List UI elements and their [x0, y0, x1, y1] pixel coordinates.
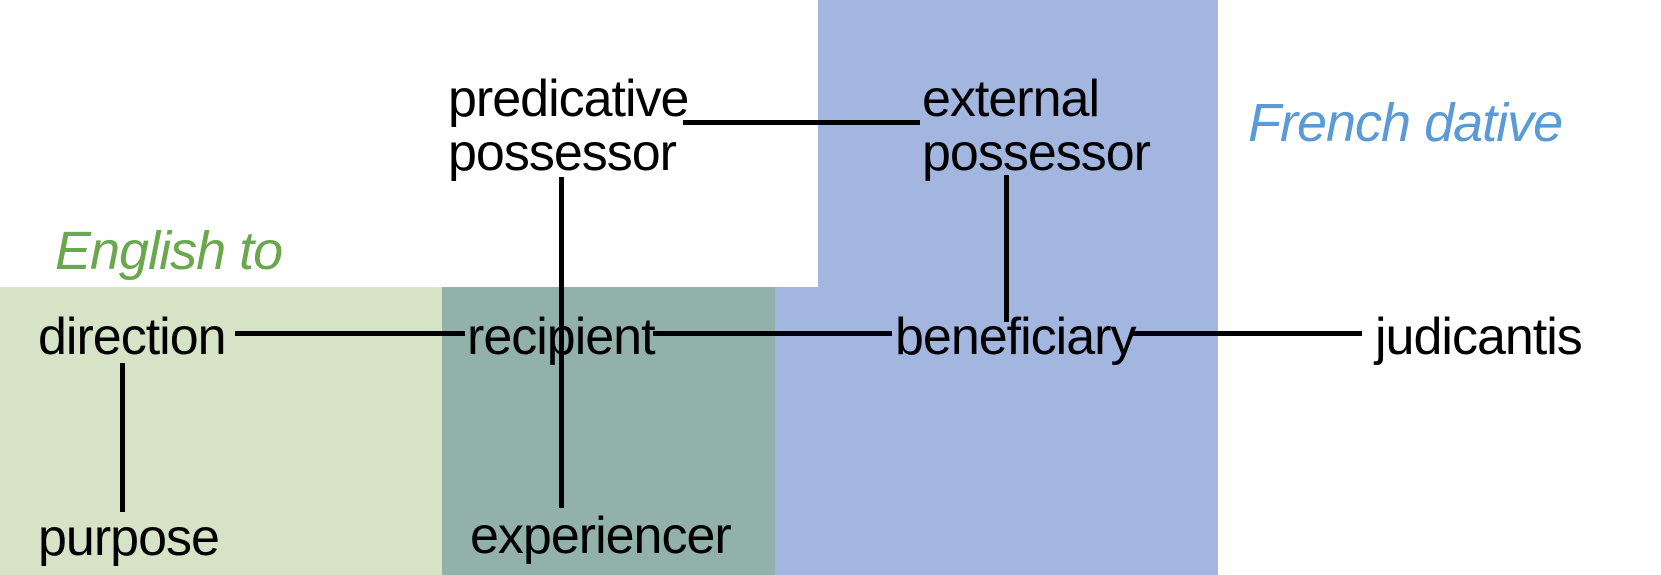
- node-experiencer: experiencer: [470, 507, 732, 565]
- node-direction: direction: [38, 308, 227, 366]
- node-purpose: purpose: [38, 509, 220, 567]
- edge-beneficiary-judicantis: [1132, 331, 1362, 336]
- edge-direction-purpose: [120, 363, 125, 512]
- edge-possessor-recipient-experiencer: [559, 177, 564, 508]
- node-external-possessor: external possessor: [922, 70, 1151, 182]
- node-predicative-possessor: predicative possessor: [448, 70, 689, 182]
- french-dative-label: French dative: [1248, 93, 1563, 153]
- edge-recipient-beneficiary: [653, 331, 892, 336]
- node-beneficiary: beneficiary: [895, 308, 1136, 366]
- node-judicantis: judicantis: [1375, 308, 1583, 366]
- english-to-label: English to: [55, 221, 283, 281]
- edge-predicative-external: [683, 120, 920, 125]
- edge-external-beneficiary: [1004, 175, 1009, 322]
- edge-direction-recipient: [235, 331, 465, 336]
- french-dative-region-top: [818, 0, 1218, 287]
- node-recipient: recipient: [467, 308, 656, 366]
